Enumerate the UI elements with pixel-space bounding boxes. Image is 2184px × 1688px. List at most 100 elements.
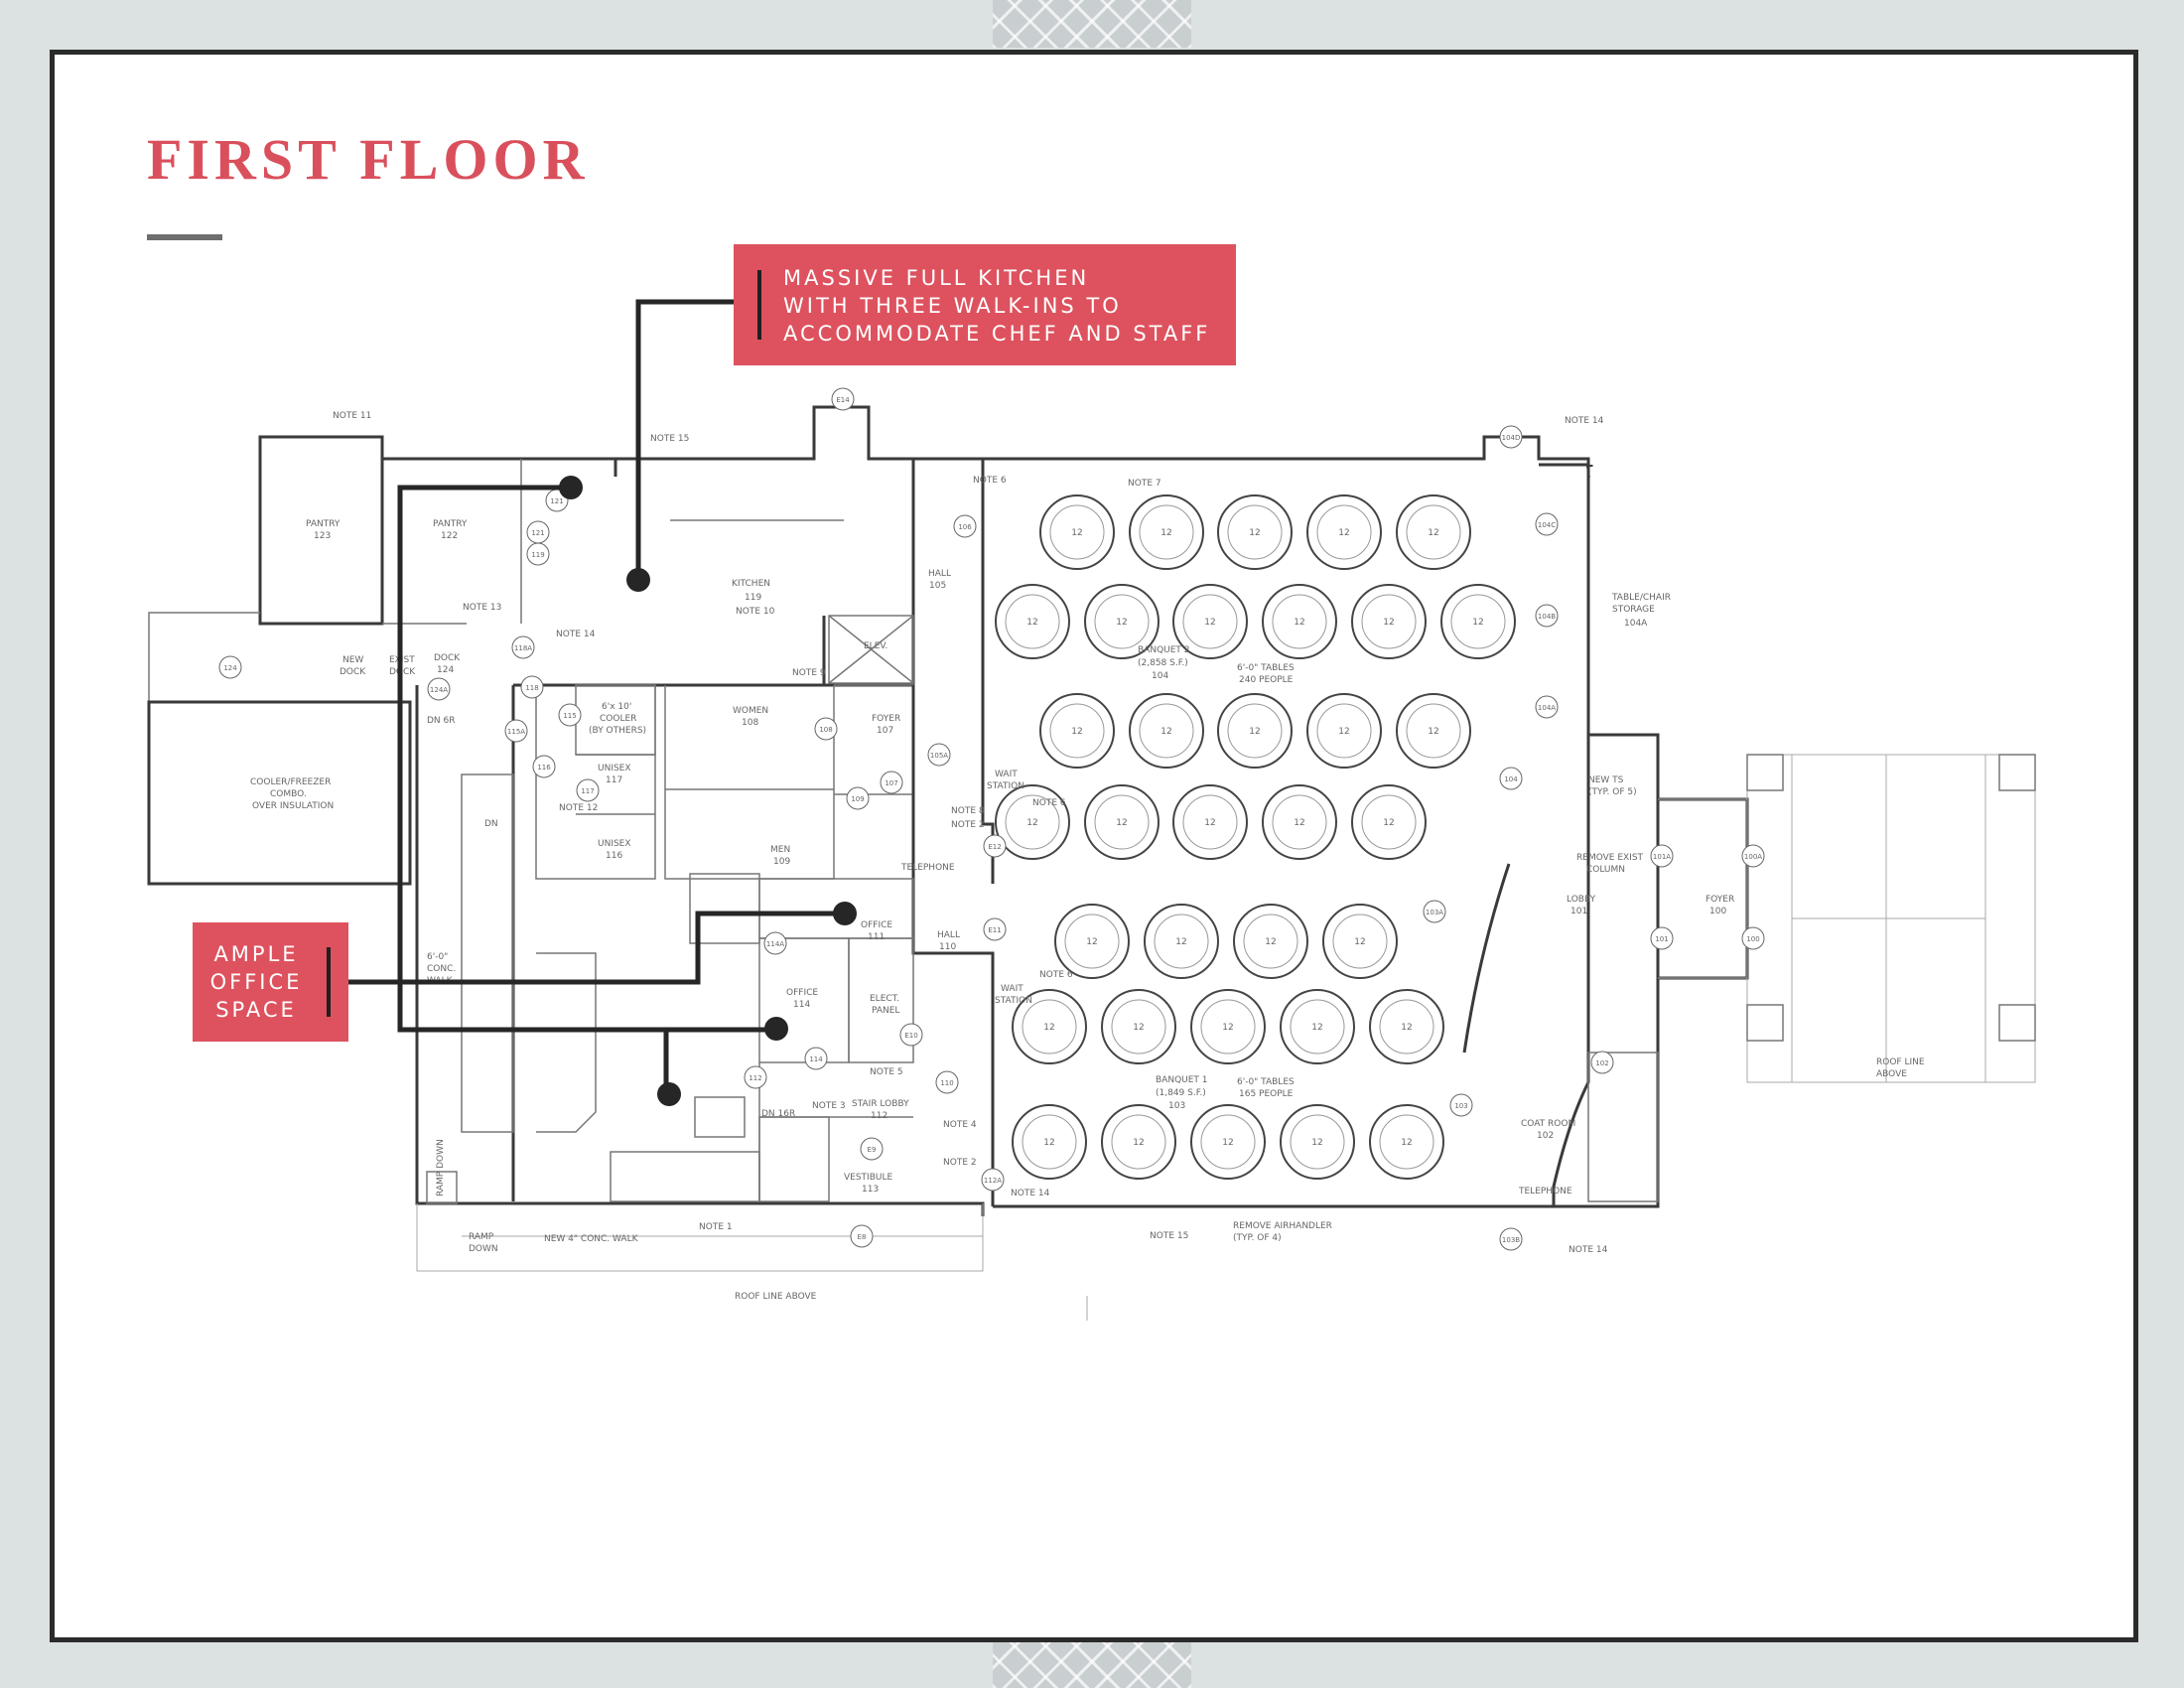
cooler-6x10-3: (BY OTHERS) bbox=[589, 726, 646, 736]
table-top bbox=[1139, 504, 1194, 560]
door-tag-bubble bbox=[831, 387, 855, 411]
door-tag-text: 102 bbox=[1595, 1059, 1608, 1067]
banquet-table-2: 12 bbox=[1129, 494, 1204, 570]
door-tag-d103b: 103B bbox=[1499, 1227, 1523, 1251]
cooler-freezer-wall bbox=[147, 700, 412, 886]
table-seat-count: 12 bbox=[1383, 618, 1394, 628]
table-top bbox=[1049, 703, 1105, 759]
room-label-banquet-2: BANQUET 2 bbox=[1138, 645, 1190, 655]
table-top bbox=[1182, 594, 1238, 649]
table-top bbox=[1379, 1114, 1434, 1170]
table-seat-count: 12 bbox=[1401, 1138, 1412, 1148]
ramp-box bbox=[426, 1171, 458, 1204]
banquet-2-people: 240 PEOPLE bbox=[1239, 675, 1294, 685]
table-seat-count: 12 bbox=[1222, 1023, 1233, 1033]
foyer-100-wall bbox=[1658, 797, 1749, 980]
elect-panel-2: PANEL bbox=[872, 1006, 899, 1016]
office-111-leader-dot bbox=[833, 902, 857, 925]
door-tag-bubble bbox=[1650, 844, 1674, 868]
office-leader-line bbox=[348, 911, 844, 985]
note-7: NOTE 7 bbox=[1128, 479, 1161, 489]
door-tag-bubble bbox=[218, 655, 242, 679]
banquet-table-3: 12 bbox=[1217, 494, 1293, 570]
banquet-table-14: 12 bbox=[1217, 693, 1293, 769]
note-6-b: NOTE 6 bbox=[1032, 798, 1066, 808]
note-14-c: NOTE 14 bbox=[1011, 1189, 1050, 1198]
door-tag-bubble bbox=[558, 703, 582, 727]
note-3: NOTE 3 bbox=[812, 1101, 846, 1111]
banquet-table-29: 12 bbox=[1280, 989, 1355, 1064]
room-label-coat-room: COAT ROOM bbox=[1521, 1119, 1575, 1129]
kitchen-leader-dot bbox=[626, 568, 650, 592]
new-walk: NEW 4" CONC. WALK bbox=[544, 1234, 639, 1244]
cooler-6x10-1: 6'x 10' bbox=[602, 702, 631, 712]
door-tag-d100a: 100A bbox=[1741, 844, 1765, 868]
room-number-116: 116 bbox=[606, 851, 622, 861]
door-tag-text: 115 bbox=[563, 712, 576, 720]
door-tag-text: E9 bbox=[868, 1146, 877, 1154]
ramp-down-1: RAMP bbox=[469, 1232, 494, 1242]
table-seat-count: 12 bbox=[1071, 727, 1082, 737]
room-label-foyer-107: FOYER bbox=[872, 714, 900, 724]
banquet-east-south-wall bbox=[993, 467, 1590, 1208]
door-tag-bubble bbox=[850, 1224, 874, 1248]
conc-walk-1: 6'-0" bbox=[427, 952, 448, 962]
kitchen-note: NOTE 10 bbox=[736, 607, 775, 617]
room-label-lobby: LOBBY bbox=[1567, 895, 1596, 905]
exist-dock-2: DOCK bbox=[389, 667, 416, 677]
door-tag-e9: E9 bbox=[860, 1137, 884, 1161]
table-seating-ring bbox=[1306, 693, 1382, 769]
remove-column-2: COLUMN bbox=[1586, 865, 1625, 875]
telephone-2: TELEPHONE bbox=[1518, 1187, 1572, 1196]
table-seat-count: 12 bbox=[1472, 618, 1483, 628]
wait-station-1b: STATION bbox=[987, 781, 1024, 791]
note-8: NOTE 8 bbox=[951, 806, 985, 816]
table-seating-ring bbox=[1262, 784, 1337, 860]
door-tag-d105a: 105A bbox=[927, 743, 951, 767]
kitchen-callout-bar bbox=[757, 270, 761, 340]
pavilion-outline bbox=[1746, 754, 2036, 1083]
door-tag-bubble bbox=[1741, 844, 1765, 868]
door-tag-bubble bbox=[576, 778, 600, 802]
table-seat-count: 12 bbox=[1249, 727, 1260, 737]
dock-canopy-outline bbox=[148, 612, 260, 884]
cooler-freezer-line-2: COMBO. bbox=[270, 789, 307, 799]
office-callout-line-2: OFFICE bbox=[209, 970, 303, 994]
table-seat-count: 12 bbox=[1338, 727, 1349, 737]
room-number-111: 111 bbox=[868, 932, 885, 942]
pantry-122-wall bbox=[382, 457, 617, 477]
banquet-1-sf: (1,849 S.F.) bbox=[1156, 1088, 1206, 1098]
door-tag-e8: E8 bbox=[850, 1224, 874, 1248]
door-tag-d118: 118 bbox=[520, 675, 544, 699]
door-tag-text: 101A bbox=[1653, 853, 1671, 861]
door-tag-d101a: 101A bbox=[1650, 844, 1674, 868]
room-label-banquet-1: BANQUET 1 bbox=[1156, 1075, 1208, 1085]
banquet-table-22: 12 bbox=[1054, 904, 1130, 979]
unisex-block-wall bbox=[535, 685, 656, 880]
banquet-table-25: 12 bbox=[1322, 904, 1398, 979]
room-number-110: 110 bbox=[939, 942, 956, 952]
note-11: NOTE 11 bbox=[333, 411, 371, 421]
room-number-100: 100 bbox=[1709, 907, 1726, 916]
table-seat-count: 12 bbox=[1043, 1023, 1054, 1033]
page-title: FIRST FLOOR bbox=[147, 127, 590, 192]
room-number-105: 105 bbox=[929, 581, 946, 591]
door-tag-text: 103A bbox=[1426, 909, 1443, 916]
pavilion-post-sw bbox=[1746, 1004, 1784, 1042]
table-top bbox=[1290, 1114, 1345, 1170]
door-tag-bubble bbox=[981, 1168, 1005, 1192]
lobby-east-wall bbox=[1539, 463, 1660, 1082]
note-6-c: NOTE 6 bbox=[1039, 970, 1073, 980]
office-callout-line-3: SPACE bbox=[215, 998, 297, 1022]
table-top bbox=[1200, 999, 1256, 1055]
note-14-a: NOTE 14 bbox=[1565, 416, 1604, 426]
note-14-d: NOTE 14 bbox=[1569, 1245, 1608, 1255]
door-tag-bubble bbox=[427, 677, 451, 701]
note-14-b: NOTE 14 bbox=[556, 630, 596, 639]
table-seat-count: 12 bbox=[1133, 1138, 1144, 1148]
door-tag-d106: 106 bbox=[953, 514, 977, 538]
door-tag-bubble bbox=[1650, 926, 1674, 950]
banquet-table-7: 12 bbox=[1084, 584, 1160, 659]
door-tag-e11: E11 bbox=[983, 917, 1007, 941]
remove-airhandler-2: (TYP. OF 4) bbox=[1233, 1233, 1282, 1243]
